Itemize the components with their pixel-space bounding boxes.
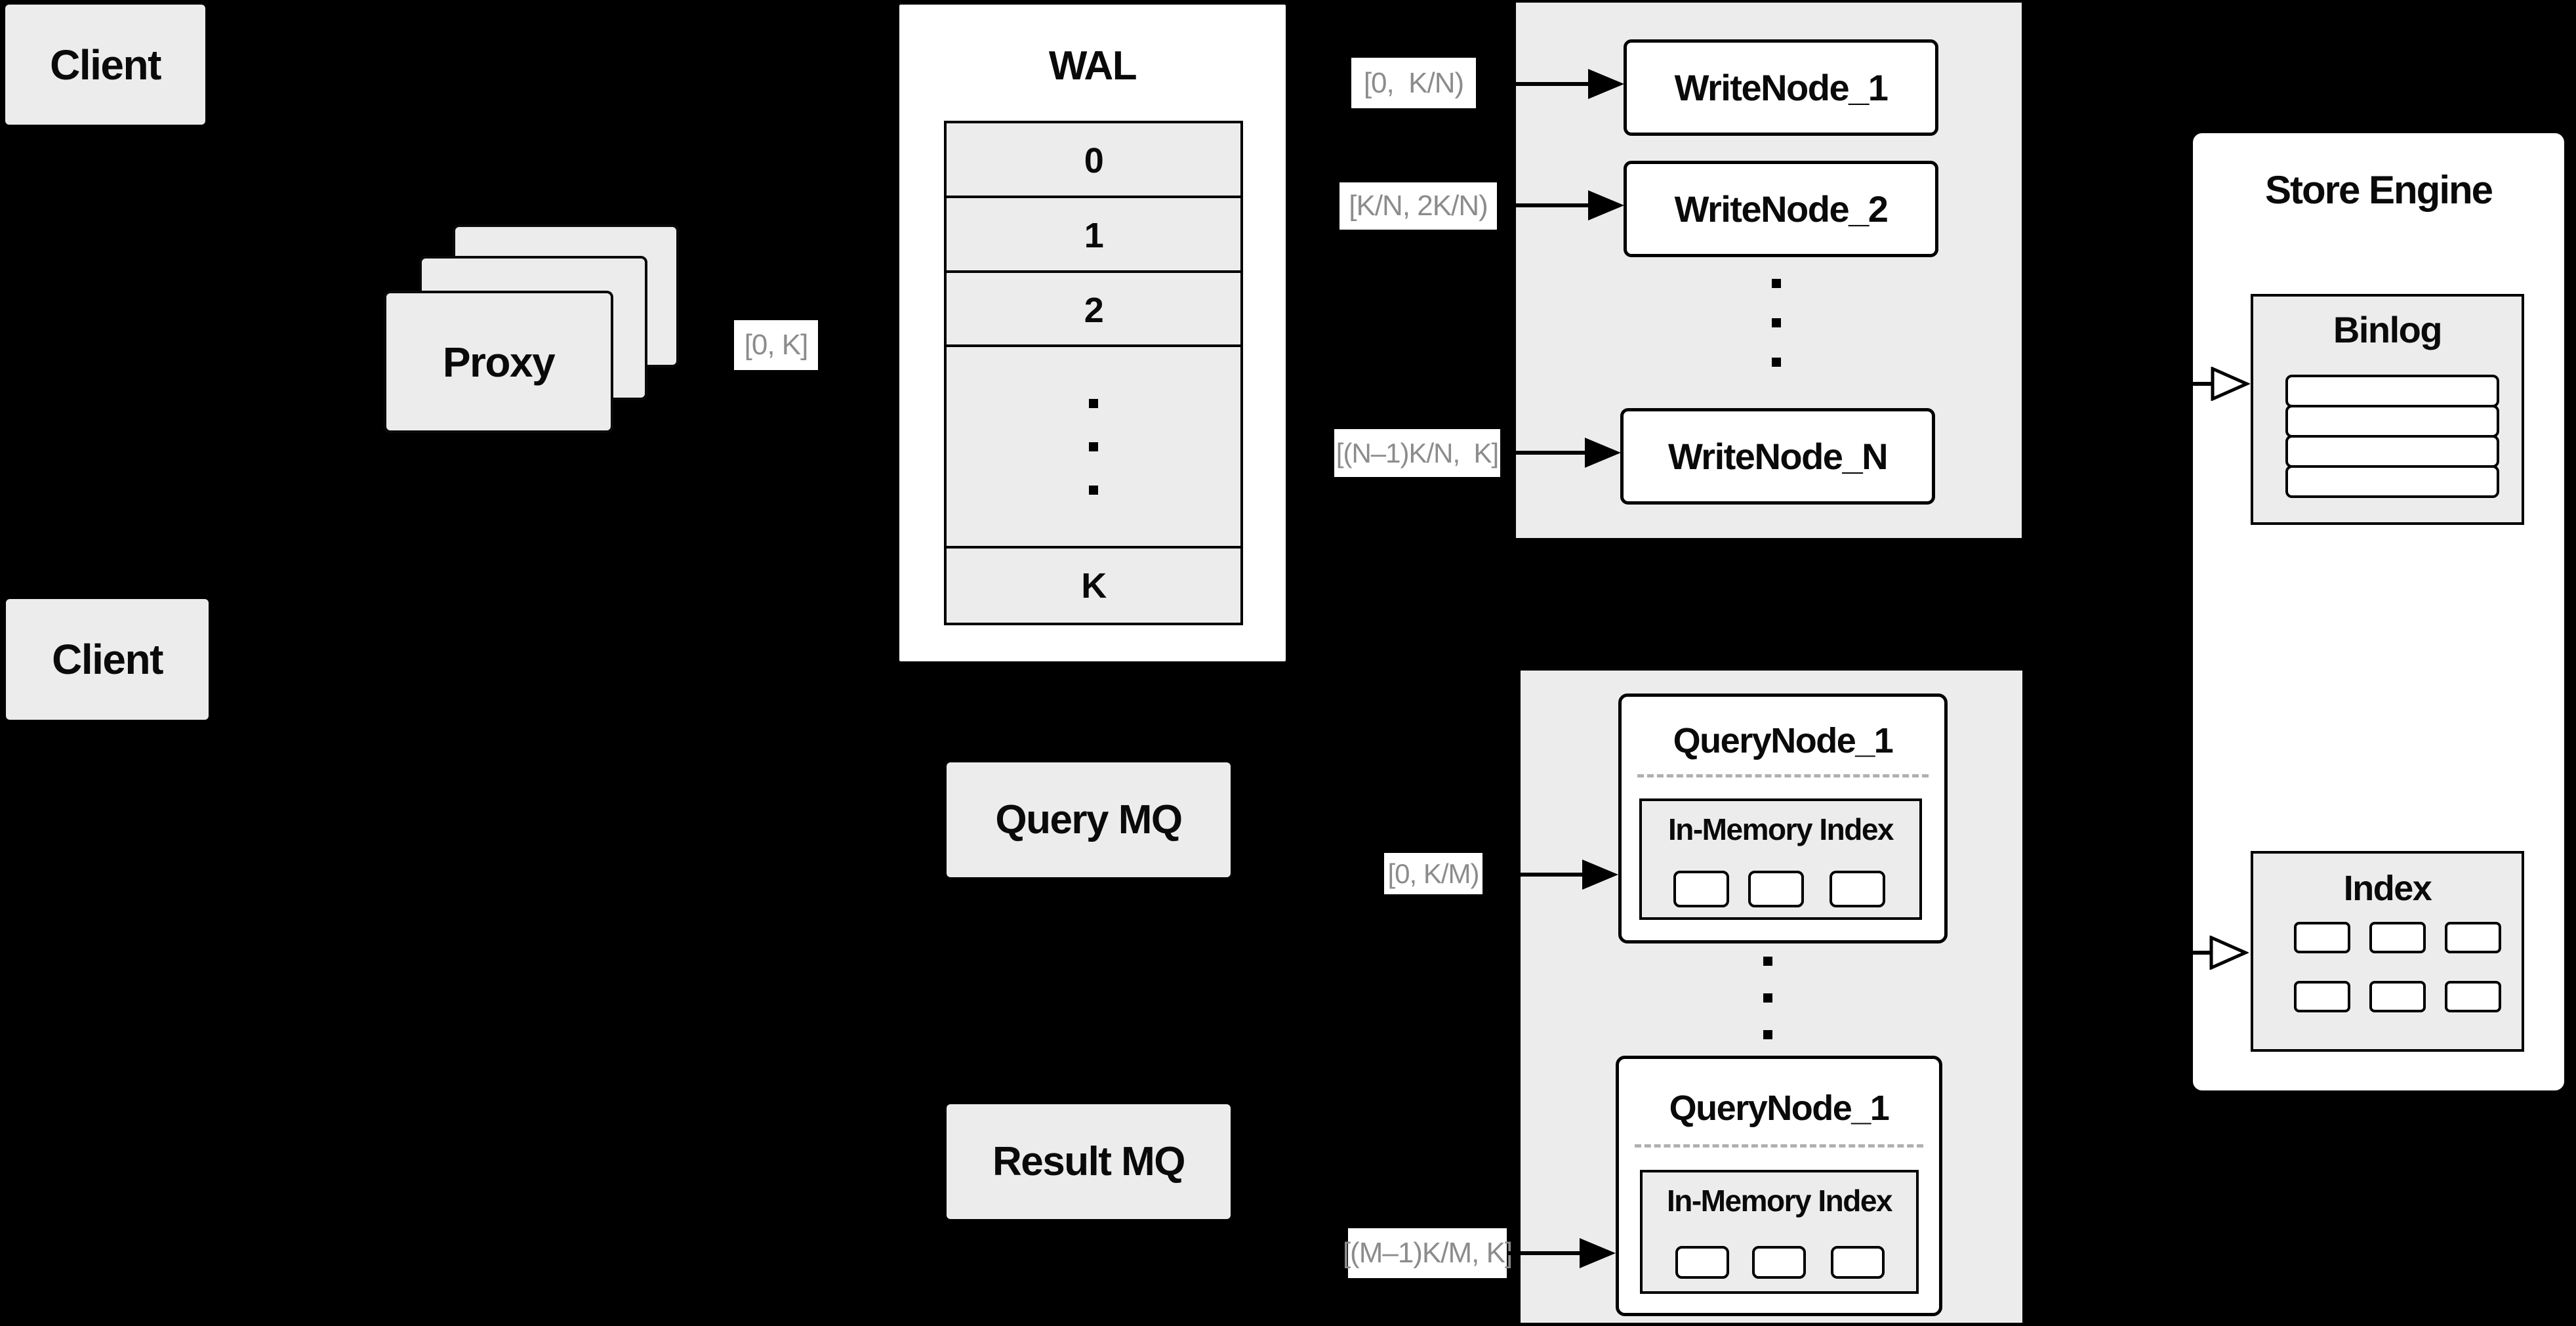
store-engine-box: Store Engine Binlog Index (2190, 131, 2567, 1093)
binlog-bar (2285, 405, 2499, 438)
range-label-query-2: [(M–1)K/M, K] (1343, 1228, 1513, 1278)
memory-segment (1673, 871, 1729, 907)
wal-segment-row: 0 (944, 121, 1243, 198)
proxy-card-front: Proxy (384, 291, 613, 433)
write-node-2-label: WriteNode_2 (1674, 188, 1889, 230)
range-label-proxy-wal-text: [0, K] (744, 329, 809, 361)
memory-segment (1831, 1246, 1885, 1279)
dot (1089, 485, 1098, 495)
client-box-top: Client (5, 5, 205, 125)
dot (1089, 442, 1098, 451)
wal-title: WAL (1048, 43, 1137, 89)
query-node-2-title: QueryNode_1 (1669, 1088, 1890, 1128)
write-node-1-box: WriteNode_1 (1624, 39, 1938, 136)
in-memory-index-title: In-Memory Index (1666, 1184, 1893, 1218)
client-box-bottom: Client (6, 599, 209, 720)
memory-segment (1748, 871, 1804, 907)
binlog-bar (2285, 375, 2499, 407)
range-label-write-n: [(N–1)K/N, K] (1334, 429, 1500, 477)
binlog-box: Binlog (2251, 294, 2524, 525)
index-cell (2294, 922, 2350, 953)
wal-segment-k: K (1081, 566, 1107, 606)
memory-segment (1675, 1246, 1729, 1279)
dot (1763, 993, 1772, 1003)
index-cell (2369, 981, 2426, 1012)
client-bottom-label: Client (52, 636, 163, 683)
dashed-divider (1637, 774, 1929, 777)
client-top-label: Client (50, 41, 161, 89)
write-node-1-label: WriteNode_1 (1674, 67, 1889, 108)
range-label-write-n-text: [(N–1)K/N, K] (1336, 437, 1499, 468)
query-node-1-title: QueryNode_1 (1673, 721, 1894, 760)
binlog-title: Binlog (2333, 309, 2443, 350)
wal-segment-row: K (944, 546, 1243, 625)
vertical-ellipsis-icon (1772, 279, 1781, 367)
wal-table: 0 1 2 K (944, 121, 1243, 625)
wal-box: WAL 0 1 2 K (898, 3, 1287, 663)
binlog-bar (2285, 465, 2499, 498)
vertical-ellipsis-icon (1089, 398, 1098, 495)
dot (1089, 398, 1098, 408)
wal-segment-row: 1 (944, 196, 1243, 273)
in-memory-index-box: In-Memory Index (1640, 1170, 1919, 1294)
result-mq-box: Result MQ (947, 1104, 1231, 1219)
query-mq-box: Query MQ (947, 762, 1231, 877)
index-cell (2445, 981, 2501, 1012)
range-label-proxy-wal: [0, K] (734, 320, 818, 370)
query-node-2-box: QueryNode_1 In-Memory Index (1616, 1056, 1942, 1316)
range-label-write-2-text: [K/N, 2K/N) (1349, 190, 1488, 222)
open-arrowhead-icon (2211, 367, 2250, 401)
write-node-2-box: WriteNode_2 (1624, 161, 1938, 257)
range-label-query-2-text: [(M–1)K/M, K] (1342, 1237, 1513, 1269)
range-label-query-1: [0, K/M) (1384, 853, 1482, 894)
open-arrowhead-icon (2209, 936, 2249, 970)
index-box: Index (2251, 851, 2524, 1052)
memory-segment (1830, 871, 1885, 907)
range-label-write-1: [0, K/N) (1351, 58, 1476, 108)
dot (1772, 358, 1781, 367)
index-cell (2445, 922, 2501, 953)
wal-segment-row-ellipsis (944, 344, 1243, 549)
dot (1763, 1030, 1772, 1039)
memory-segment (1752, 1246, 1806, 1279)
wal-segment-2: 2 (1084, 291, 1104, 330)
index-cell (2294, 981, 2350, 1012)
range-label-query-1-text: [0, K/M) (1387, 858, 1479, 889)
range-label-write-2: [K/N, 2K/N) (1339, 182, 1497, 230)
wal-segment-1: 1 (1084, 216, 1104, 255)
vertical-ellipsis-icon (1763, 957, 1772, 1039)
range-label-write-1-text: [0, K/N) (1363, 66, 1464, 99)
index-title: Index (2343, 869, 2432, 908)
wal-segment-0: 0 (1084, 141, 1104, 180)
dot (1772, 279, 1781, 288)
dashed-divider (1635, 1144, 1923, 1148)
write-node-n-box: WriteNode_N (1620, 408, 1935, 505)
result-mq-label: Result MQ (992, 1139, 1186, 1184)
in-memory-index-title: In-Memory Index (1667, 812, 1894, 846)
query-mq-label: Query MQ (995, 797, 1183, 842)
binlog-bar (2285, 435, 2499, 468)
index-cell (2369, 922, 2426, 953)
dot (1763, 957, 1772, 966)
query-node-1-box: QueryNode_1 In-Memory Index (1618, 694, 1948, 943)
proxy-label: Proxy (442, 338, 556, 386)
dot (1772, 318, 1781, 327)
binlog-bars (2285, 375, 2499, 498)
wal-segment-row: 2 (944, 270, 1243, 347)
in-memory-index-box: In-Memory Index (1639, 798, 1922, 920)
store-engine-title: Store Engine (2264, 168, 2493, 212)
write-node-n-label: WriteNode_N (1667, 436, 1889, 477)
